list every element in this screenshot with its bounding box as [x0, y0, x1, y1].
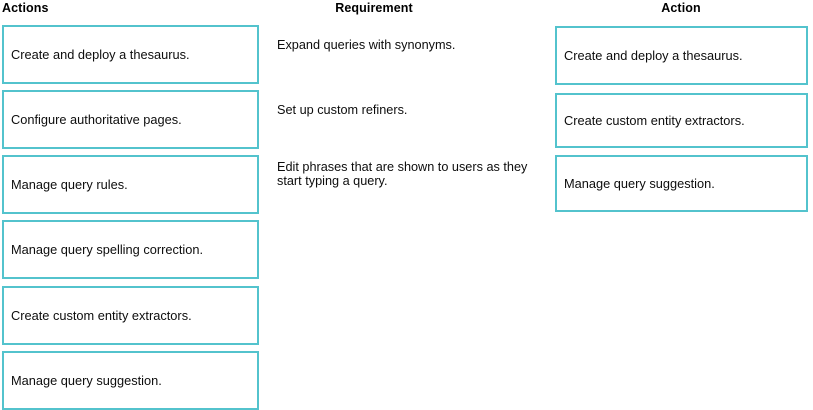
source-action-label: Configure authoritative pages.	[11, 111, 182, 127]
source-action-item[interactable]: Manage query spelling correction.	[2, 220, 259, 279]
answer-drop-target[interactable]: Manage query suggestion.	[555, 155, 808, 212]
source-action-label: Manage query spelling correction.	[11, 241, 204, 257]
requirement-text: Expand queries with synonyms.	[277, 38, 456, 52]
answer-label: Manage query suggestion.	[564, 175, 715, 191]
source-action-label: Manage query rules.	[11, 176, 128, 192]
answer-label: Create custom entity extractors.	[564, 112, 745, 128]
source-action-label: Manage query suggestion.	[11, 372, 162, 388]
source-action-item[interactable]: Configure authoritative pages.	[2, 90, 259, 149]
requirement-text: Set up custom refiners.	[277, 103, 408, 117]
requirement-text: Edit phrases that are shown to users as …	[277, 160, 528, 189]
source-action-label: Create and deploy a thesaurus.	[11, 46, 190, 62]
source-action-label: Create custom entity extractors.	[11, 307, 192, 323]
source-action-item[interactable]: Create custom entity extractors.	[2, 286, 259, 345]
column-header-actions: Actions	[2, 1, 49, 15]
answer-label: Create and deploy a thesaurus.	[564, 47, 743, 63]
answer-drop-target[interactable]: Create and deploy a thesaurus.	[555, 26, 808, 85]
source-action-item[interactable]: Create and deploy a thesaurus.	[2, 25, 259, 84]
source-action-item[interactable]: Manage query rules.	[2, 155, 259, 214]
column-header-requirement: Requirement	[335, 1, 413, 15]
source-action-item[interactable]: Manage query suggestion.	[2, 351, 259, 410]
column-header-action: Action	[661, 1, 701, 15]
answer-drop-target[interactable]: Create custom entity extractors.	[555, 93, 808, 148]
